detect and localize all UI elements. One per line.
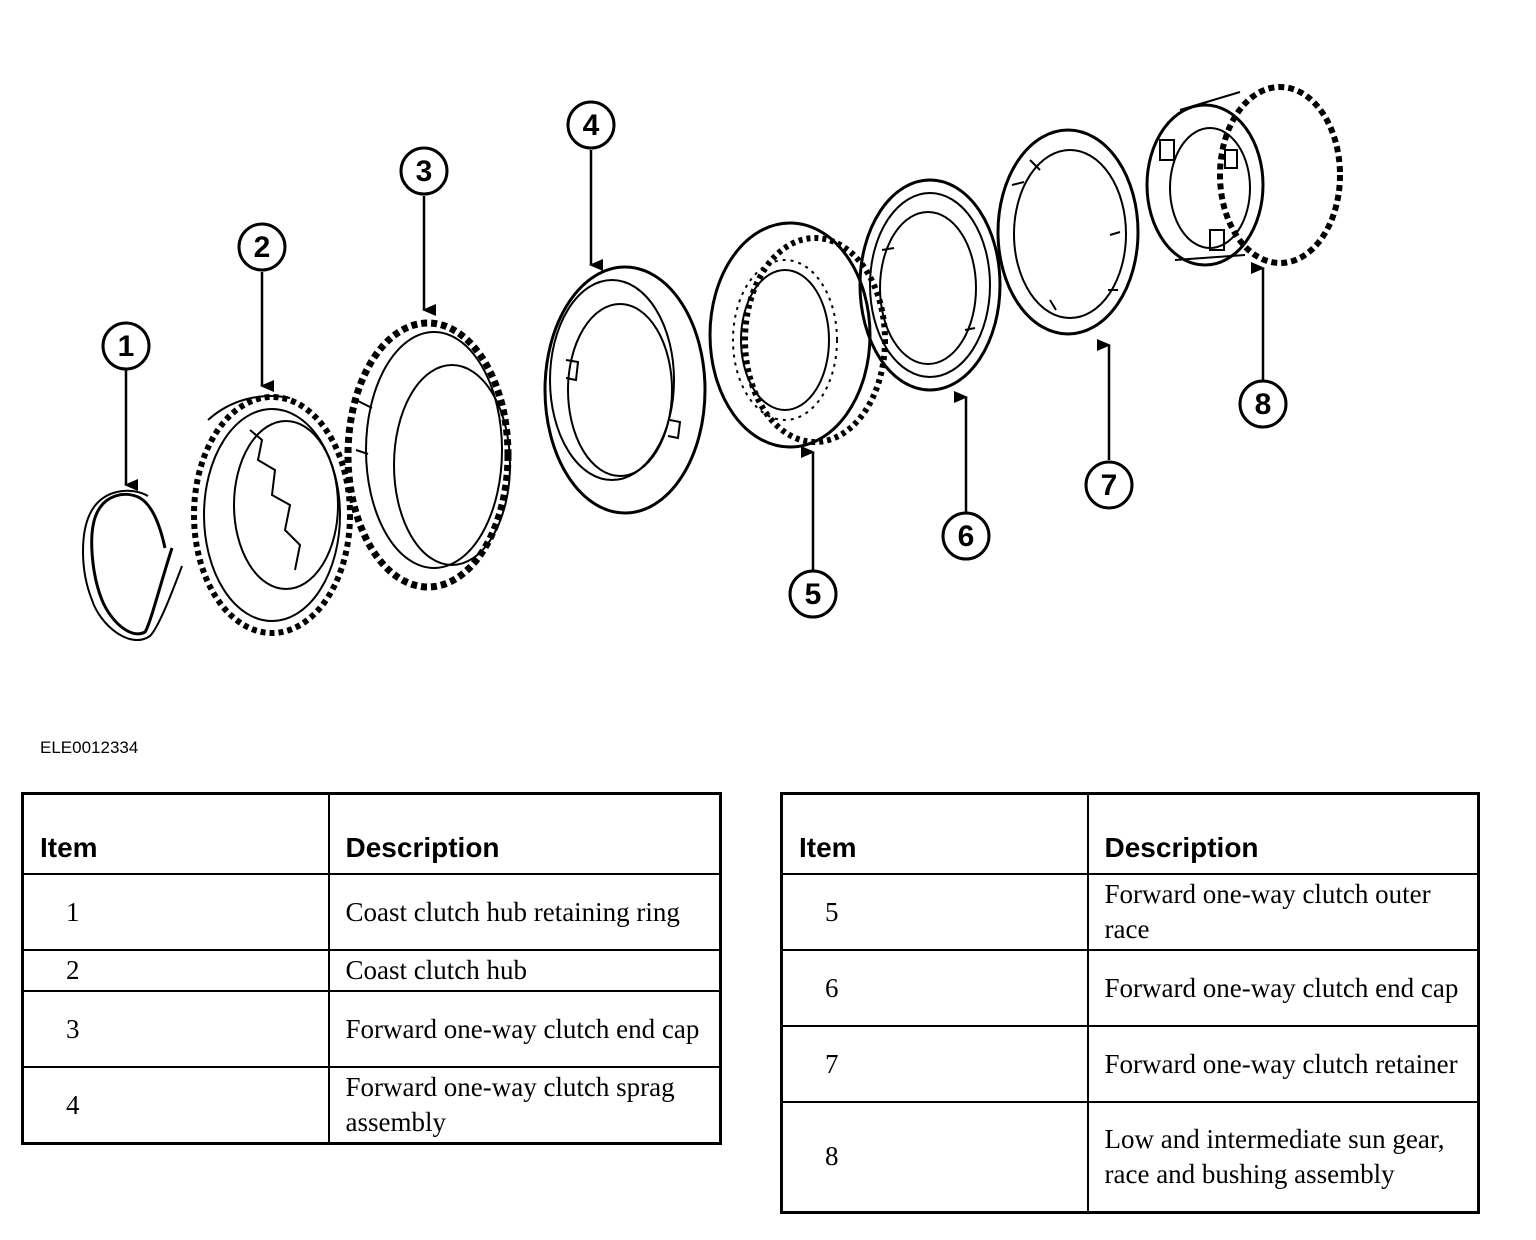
callout-7: 7: [1084, 460, 1134, 510]
retainer-part: [996, 128, 1140, 336]
item-column-header: Item: [21, 792, 330, 875]
item-description: Forward one-way clutch sprag assembly: [327, 1066, 722, 1145]
item-number: 2: [21, 949, 330, 992]
figure-id: ELE0012334: [40, 738, 139, 757]
table-row: 8 Low and intermediate sun gear, race an…: [780, 1101, 1480, 1213]
item-column-header: Item: [780, 792, 1089, 875]
svg-text:4: 4: [583, 109, 600, 142]
description-column-header: Description: [1086, 792, 1480, 875]
exploded-view-diagram: 1 2 3 4 5 6 7 8: [82, 84, 1343, 642]
sprag-assembly-part: [543, 265, 707, 515]
item-description: Forward one-way clutch end cap: [327, 990, 722, 1068]
svg-text:5: 5: [805, 578, 822, 611]
item-number: 6: [780, 949, 1089, 1027]
item-number: 3: [21, 990, 330, 1068]
item-number: 8: [780, 1101, 1089, 1213]
item-description: Forward one-way clutch end cap: [1086, 949, 1480, 1027]
svg-text:3: 3: [416, 155, 433, 188]
table-row: 1 Coast clutch hub retaining ring: [21, 873, 722, 951]
svg-text:8: 8: [1255, 388, 1272, 421]
table-header-row: Item Description: [21, 792, 722, 875]
svg-text:1: 1: [118, 330, 135, 363]
table-row: 2 Coast clutch hub: [21, 949, 722, 992]
item-description: Forward one-way clutch outer race: [1086, 873, 1480, 951]
table-row: 7 Forward one-way clutch retainer: [780, 1025, 1480, 1103]
sun-gear-part: [1145, 84, 1343, 267]
table-row: 5 Forward one-way clutch outer race: [780, 873, 1480, 951]
item-number: 5: [780, 873, 1089, 951]
coast-clutch-hub-part: [191, 394, 353, 636]
table-row: 3 Forward one-way clutch end cap: [21, 990, 722, 1068]
callout-4: 4: [566, 100, 616, 150]
legend-table-left: Item Description 1 Coast clutch hub reta…: [21, 792, 722, 1145]
callout-2: 2: [237, 222, 287, 272]
svg-text:7: 7: [1101, 469, 1118, 502]
end-cap-part: [344, 319, 512, 591]
svg-text:6: 6: [958, 520, 975, 553]
item-description: Low and intermediate sun gear, race and …: [1086, 1101, 1480, 1213]
outer-race-part: [708, 221, 888, 449]
item-description: Forward one-way clutch retainer: [1086, 1025, 1480, 1103]
callout-3: 3: [399, 146, 449, 196]
table-row: 4 Forward one-way clutch sprag assembly: [21, 1066, 722, 1145]
legend-table-right: Item Description 5 Forward one-way clutc…: [780, 792, 1480, 1214]
item-description: Coast clutch hub retaining ring: [327, 873, 722, 951]
item-number: 7: [780, 1025, 1089, 1103]
table-row: 6 Forward one-way clutch end cap: [780, 949, 1480, 1027]
description-column-header: Description: [327, 792, 722, 875]
callout-5: 5: [788, 569, 838, 619]
end-cap-part-2: [858, 178, 1002, 392]
callout-6: 6: [941, 511, 991, 561]
item-number: 1: [21, 873, 330, 951]
table-header-row: Item Description: [780, 792, 1480, 875]
callout-1: 1: [101, 321, 151, 371]
svg-text:2: 2: [254, 231, 271, 264]
item-number: 4: [21, 1066, 330, 1145]
callout-8: 8: [1238, 379, 1288, 429]
item-description: Coast clutch hub: [327, 949, 722, 992]
leader-lines: [124, 150, 1265, 570]
retaining-ring-part: [82, 489, 183, 642]
